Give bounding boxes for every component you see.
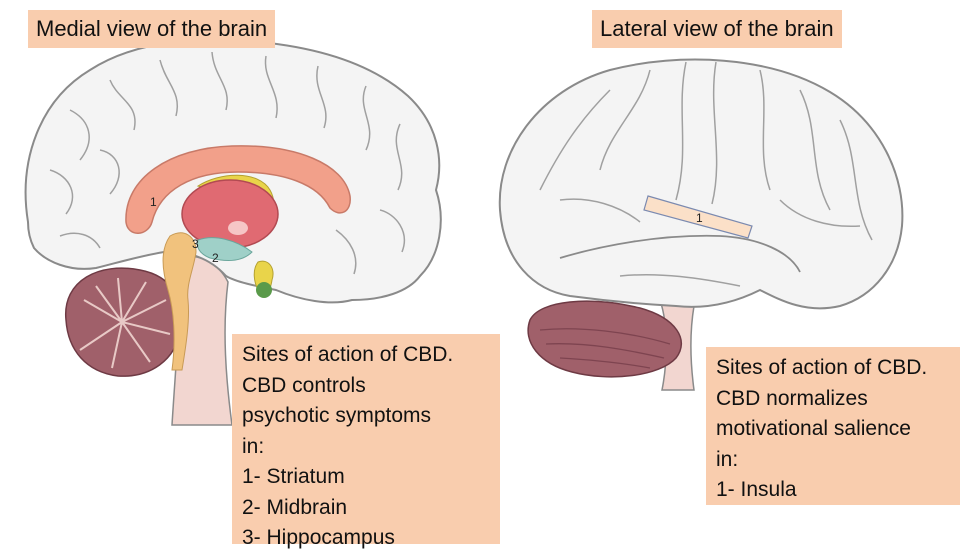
- lateral-cerebellum: [528, 301, 681, 377]
- lateral-cortex: [500, 60, 903, 309]
- medial-note-line: in:: [242, 432, 490, 463]
- lateral-note-line: CBD normalizes: [716, 384, 950, 415]
- medial-marker-1: 1: [150, 195, 157, 209]
- medial-cbd-note: Sites of action of CBD. CBD controls psy…: [232, 334, 500, 544]
- medial-cerebellum: [66, 268, 182, 376]
- medial-note-line: 1- Striatum: [242, 462, 490, 493]
- lateral-marker-1: 1: [696, 211, 703, 225]
- lateral-cbd-note: Sites of action of CBD. CBD normalizes m…: [706, 347, 960, 505]
- medial-thalamus-highlight: [228, 221, 248, 235]
- lateral-note-line: Sites of action of CBD.: [716, 353, 950, 384]
- medial-marker-2: 2: [212, 251, 219, 265]
- lateral-brain: 1: [500, 60, 903, 390]
- medial-note-line: psychotic symptoms: [242, 401, 490, 432]
- lateral-note-line: motivational salience: [716, 414, 950, 445]
- lateral-view-title: Lateral view of the brain: [592, 10, 842, 48]
- medial-note-line: 2- Midbrain: [242, 493, 490, 524]
- medial-note-line: Sites of action of CBD.: [242, 340, 490, 371]
- lateral-note-line: 1- Insula: [716, 475, 950, 506]
- medial-pituitary-gland: [256, 282, 272, 298]
- medial-view-title: Medial view of the brain: [28, 10, 275, 48]
- lateral-note-line: in:: [716, 445, 950, 476]
- medial-note-line: CBD controls: [242, 371, 490, 402]
- medial-note-line: 3- Hippocampus: [242, 523, 490, 554]
- medial-marker-3: 3: [192, 237, 199, 251]
